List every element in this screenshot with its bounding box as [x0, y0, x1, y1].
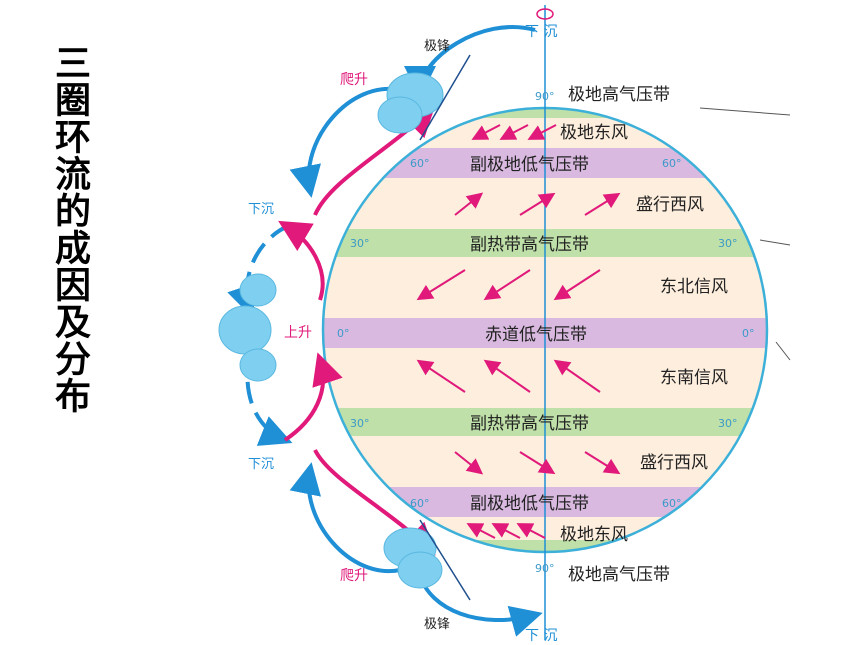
page-title: 三圈环流的成因及分布	[49, 44, 90, 414]
lat-label: 60°	[410, 157, 430, 170]
rise-label: 爬升	[340, 568, 368, 584]
wind-label: 极地东风	[560, 123, 628, 143]
sink-label: 下 沉	[525, 628, 557, 644]
front-label: 极锋	[424, 617, 450, 632]
lat-label: 90°	[535, 90, 555, 103]
lat-label: 0°	[742, 327, 755, 340]
lat-label: 60°	[662, 157, 682, 170]
belt-label: 副极地低气压带	[470, 155, 589, 175]
lat-label: 30°	[350, 237, 370, 250]
belt-label: 副热带高气压带	[470, 414, 589, 434]
belt-label: 赤道低气压带	[485, 325, 587, 345]
rise-label: 爬升	[340, 72, 368, 88]
wind-label: 东北信风	[660, 277, 728, 297]
rise-label: 上升	[284, 325, 312, 341]
wind-label: 东南信风	[660, 368, 728, 388]
lat-label: 30°	[718, 237, 738, 250]
belt-label: 副极地低气压带	[470, 494, 589, 514]
cloud-icons	[218, 72, 444, 589]
lat-label: 30°	[718, 417, 738, 430]
lat-label: 90°	[535, 562, 555, 575]
wind-label: 极地东风	[560, 525, 628, 545]
belt-label: 副热带高气压带	[470, 235, 589, 255]
wind-label: 盛行西风	[636, 195, 704, 215]
front-label: 极锋	[424, 39, 450, 54]
wind-label: 盛行西风	[640, 453, 708, 473]
lat-label: 60°	[410, 497, 430, 510]
belt-label: 极地高气压带	[568, 565, 670, 585]
belt-label: 极地高气压带	[568, 85, 670, 105]
lat-label: 0°	[337, 327, 350, 340]
sink-label: 下 沉	[525, 24, 557, 40]
rotation-icon	[536, 8, 554, 20]
lat-label: 60°	[662, 497, 682, 510]
sink-label: 下沉	[248, 202, 274, 217]
sink-label: 下沉	[248, 457, 274, 472]
wind-arrows	[416, 124, 621, 539]
lat-label: 30°	[350, 417, 370, 430]
